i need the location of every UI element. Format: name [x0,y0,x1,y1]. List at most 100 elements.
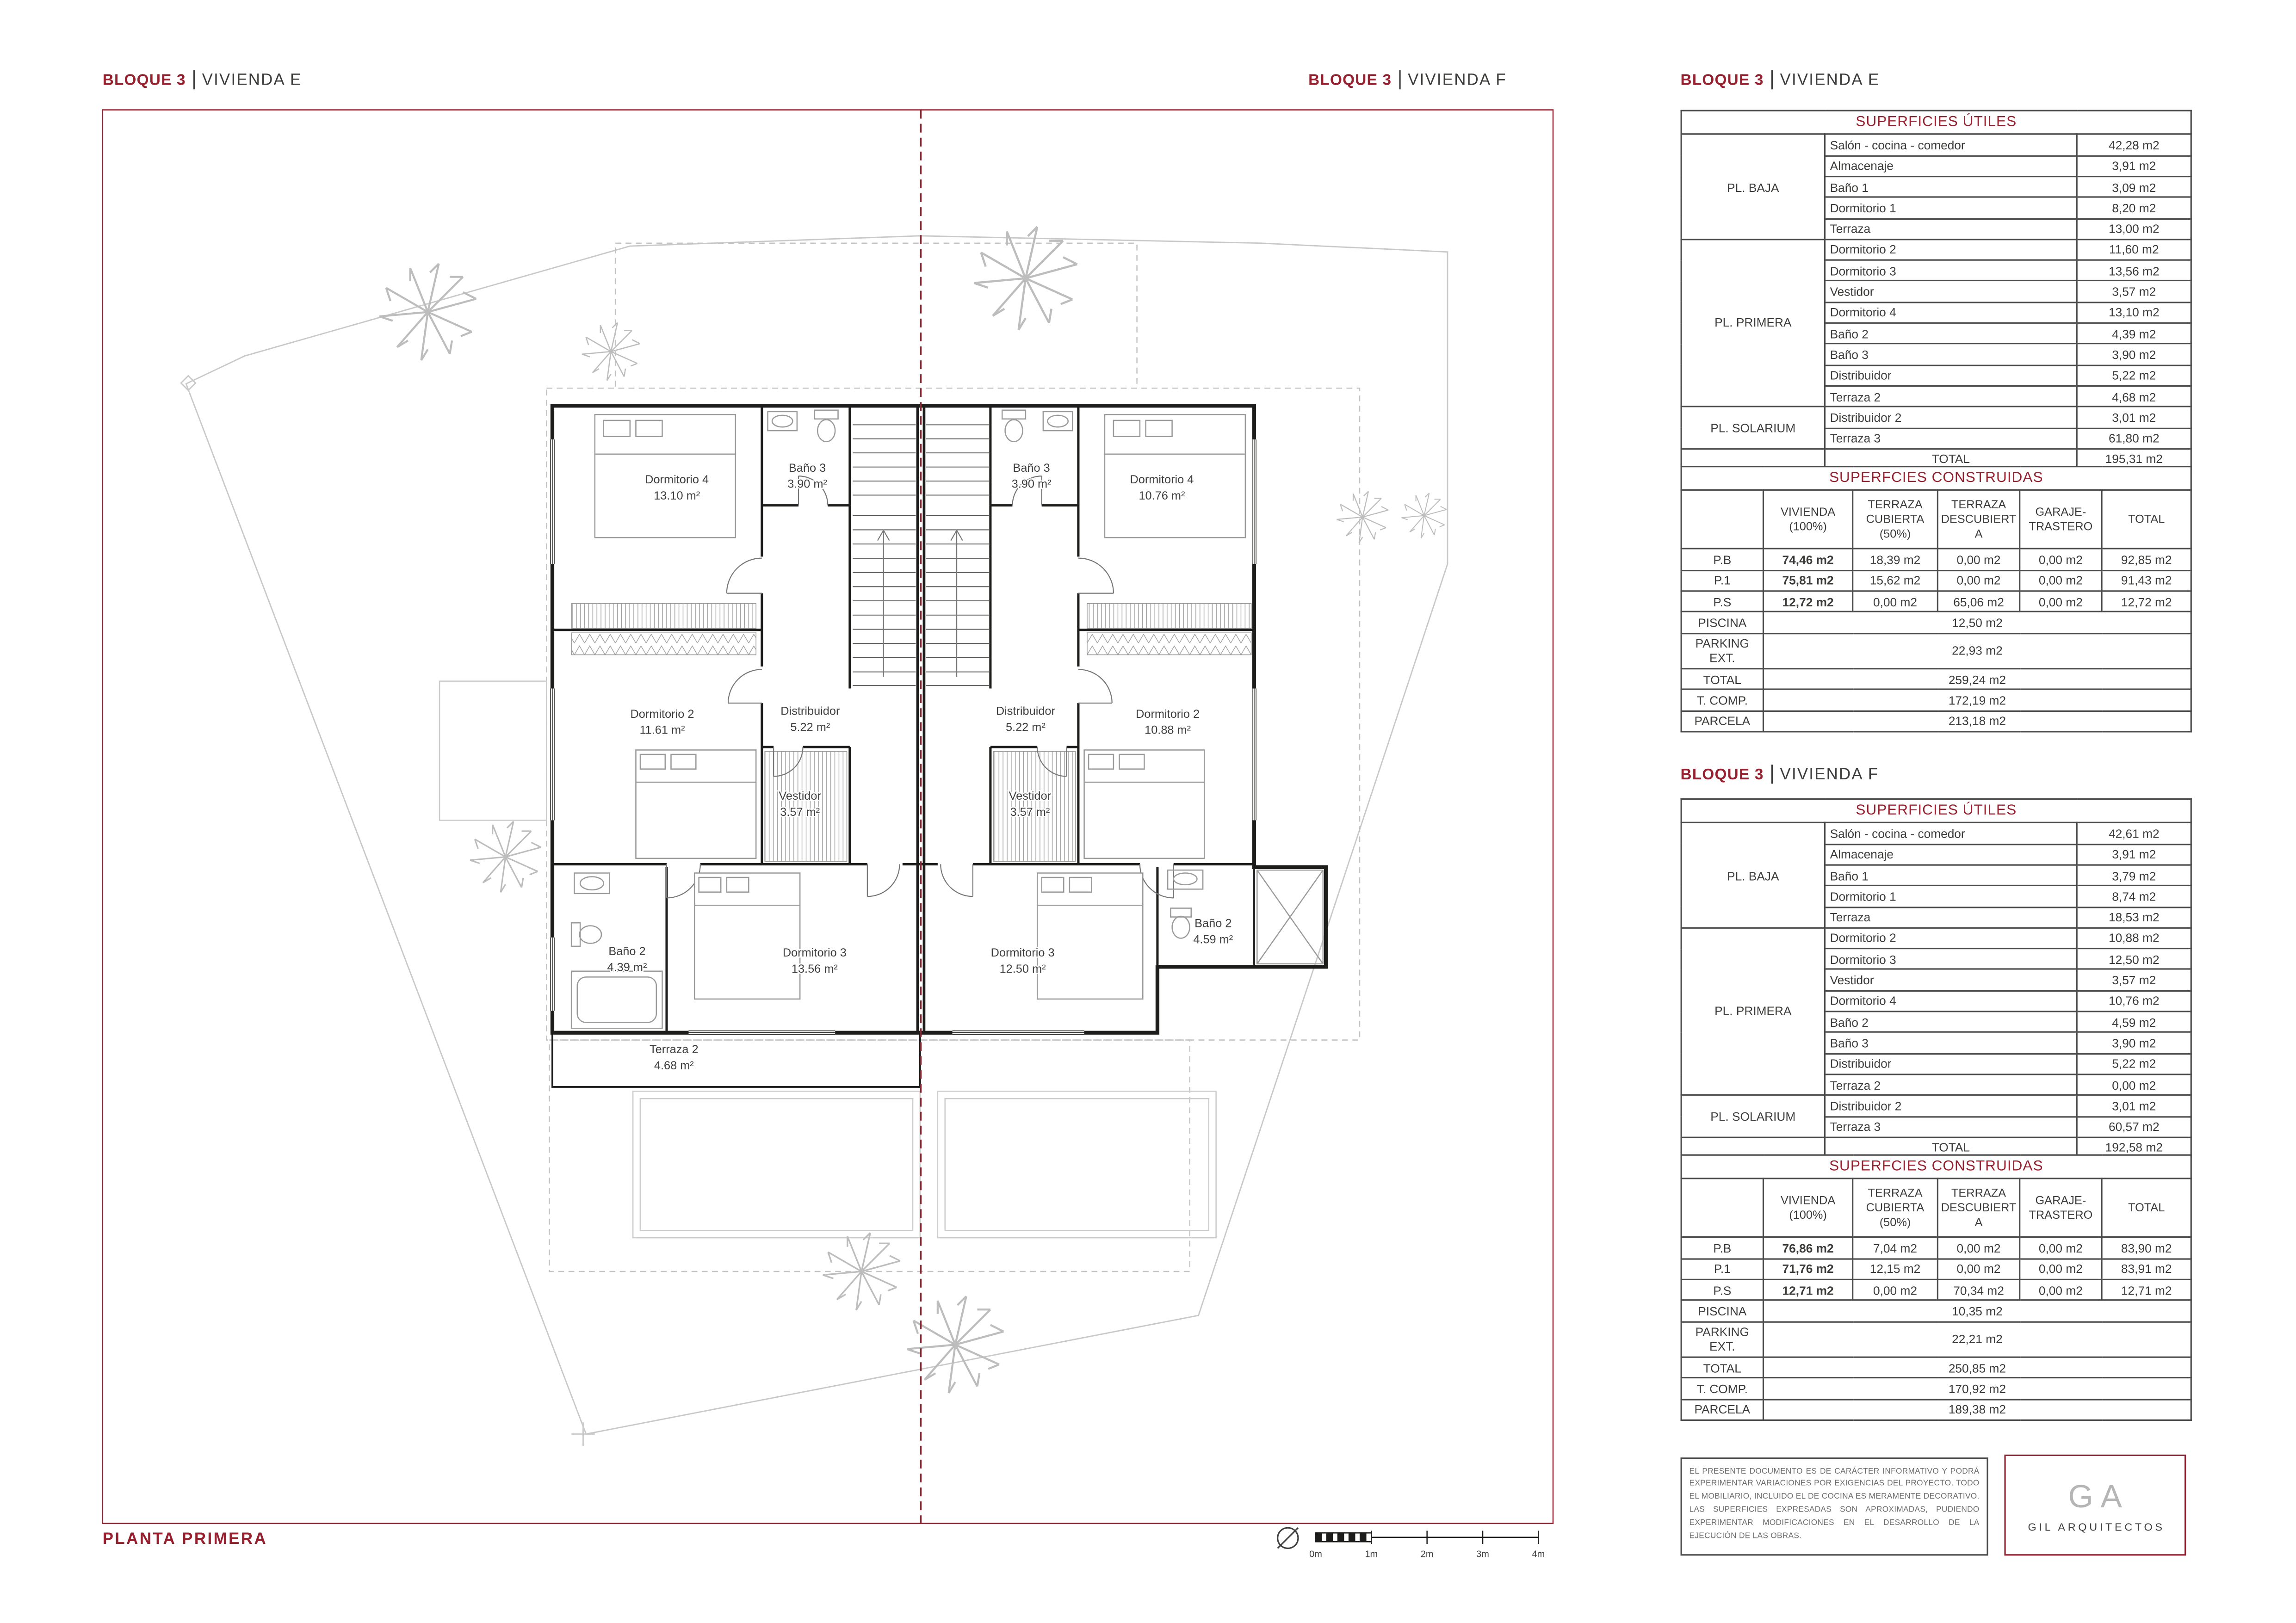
tree-icon [1336,491,1389,543]
logo-name: GIL ARQUITECTOS [2028,1519,2165,1533]
table-row: PARKING EXT.22,93 m2 [1680,632,2192,670]
room-area-label: 5.22 m² [790,721,830,734]
room-label: Dormitorio 4 [645,473,709,486]
value-cell: 12,72 m2 [1762,590,1854,613]
room-name-cell: Baño 1 [1824,864,2078,887]
room-area-label: 3.57 m² [1010,806,1050,819]
room-area-cell: 5,22 m2 [2076,1052,2192,1075]
furniture [570,409,1324,1029]
col-header-cell: GARAJE-TRASTERO [2019,1178,2103,1239]
col-header-cell: VIVIENDA (100%) [1762,1178,1854,1239]
floor-group-cell: PL. PRIMERA [1680,238,1826,408]
room-label: Baño 3 [789,462,826,475]
scale-label: 2m [1421,1549,1434,1560]
room-area-cell: 3,01 m2 [2076,406,2192,429]
floor-group-cell: PL. PRIMERA [1680,927,1826,1096]
room-label: Dormitorio 2 [631,708,694,721]
span-value-cell: 250,85 m2 [1762,1356,2192,1379]
table-title: SUPERFCIES CONSTRUIDAS [1680,466,2192,492]
tree-icon [974,227,1077,330]
logo-initials: GA [2068,1477,2129,1514]
value-cell: 0,00 m2 [1852,1278,1938,1302]
architect-logo: GA GIL ARQUITECTOS [2004,1454,2186,1556]
value-cell: 12,71 m2 [1762,1278,1854,1302]
floor-group-cell: PL. SOLARIUM [1680,1094,1826,1138]
room-name-cell: Salón - cocina - comedor [1824,134,2078,156]
room-name-cell: Terraza [1824,906,2078,929]
corner-cell [1680,1178,1764,1239]
panel-header-vivienda-e: BLOQUE 3 VIVIENDA E [1681,69,1880,91]
table-title-row: SUPERFICIES ÚTILES [1680,798,2192,824]
col-header-cell: TERRAZA DESCUBIERTA [1937,1178,2021,1239]
span-value-cell: 170,92 m2 [1762,1377,2192,1400]
bathroom-fixtures [570,409,1324,1029]
value-cell: 71,76 m2 [1762,1258,1854,1280]
bed-icon [1083,749,1205,859]
value-cell: 0,00 m2 [2019,569,2103,592]
room-area-cell: 60,57 m2 [2076,1115,2192,1138]
span-value-cell: 22,21 m2 [1762,1321,2192,1358]
value-cell: 74,46 m2 [1762,548,1854,571]
value-cell: 0,00 m2 [1937,548,2021,571]
col-header-cell: VIVIENDA (100%) [1762,489,1854,550]
span-value-cell: 259,24 m2 [1762,668,2192,691]
room-area-label: 3.57 m² [780,806,820,819]
room-area-cell: 0,00 m2 [2076,1074,2192,1096]
room-area-cell: 4,68 m2 [2076,385,2192,408]
value-cell: 83,90 m2 [2101,1237,2192,1259]
table-title: SUPERFCIES CONSTRUIDAS [1680,1154,2192,1180]
building-walls [550,404,1328,1088]
site-boundary [180,235,1448,1446]
room-name-cell: Terraza 3 [1824,427,2078,450]
room-area-cell: 18,53 m2 [2076,906,2192,929]
room-area-cell: 5,22 m2 [2076,364,2192,387]
value-cell: 12,15 m2 [1852,1258,1938,1280]
plan-header-vivienda-e: BLOQUE 3 VIVIENDA E [103,69,302,91]
room-area-label: 10.76 m² [1139,489,1185,502]
page-title: PLANTA PRIMERA [102,1530,268,1549]
disclaimer-note: EL PRESENTE DOCUMENTO ES DE CARÁCTER INF… [1680,1457,1988,1556]
lower-floor-outline [546,242,1361,1272]
room-area-label: 11.61 m² [639,724,685,737]
row-label-cell: TOTAL [1680,668,1764,691]
table-title: SUPERFICIES ÚTILES [1680,110,2192,136]
value-cell: 0,00 m2 [1937,1258,2021,1280]
scale-bar: 0m 1m 2m 3m 4m [1277,1527,1545,1560]
span-value-cell: 172,19 m2 [1762,689,2192,711]
room-area-label: 10.88 m² [1145,724,1191,737]
room-name-cell: Distribuidor [1824,364,2078,387]
room-label: Dormitorio 2 [1136,708,1200,721]
vivienda-label: VIVIENDA E [202,71,302,89]
room-name-cell: Baño 2 [1824,322,2078,345]
room-area-label: 3.90 m² [1012,478,1052,491]
col-header-cell: GARAJE-TRASTERO [2019,489,2103,550]
room-area-label: 3.90 m² [787,478,827,491]
room-area-cell: 13,00 m2 [2076,217,2192,240]
table-title-row: SUPERFCIES CONSTRUIDAS [1680,1154,2192,1180]
room-name-cell: Distribuidor 2 [1824,406,2078,429]
floor-label-cell: P.1 [1680,1258,1764,1280]
room-area-cell: 4,59 m2 [2076,1011,2192,1033]
room-area-cell: 4,39 m2 [2076,322,2192,345]
diameter-symbol-icon [1277,1527,1299,1549]
room-area-cell: 3,79 m2 [2076,864,2192,887]
room-area-label: 13.10 m² [654,489,700,502]
room-name-cell: Terraza 2 [1824,385,2078,408]
floor-group-cell: PL. BAJA [1680,134,1826,240]
